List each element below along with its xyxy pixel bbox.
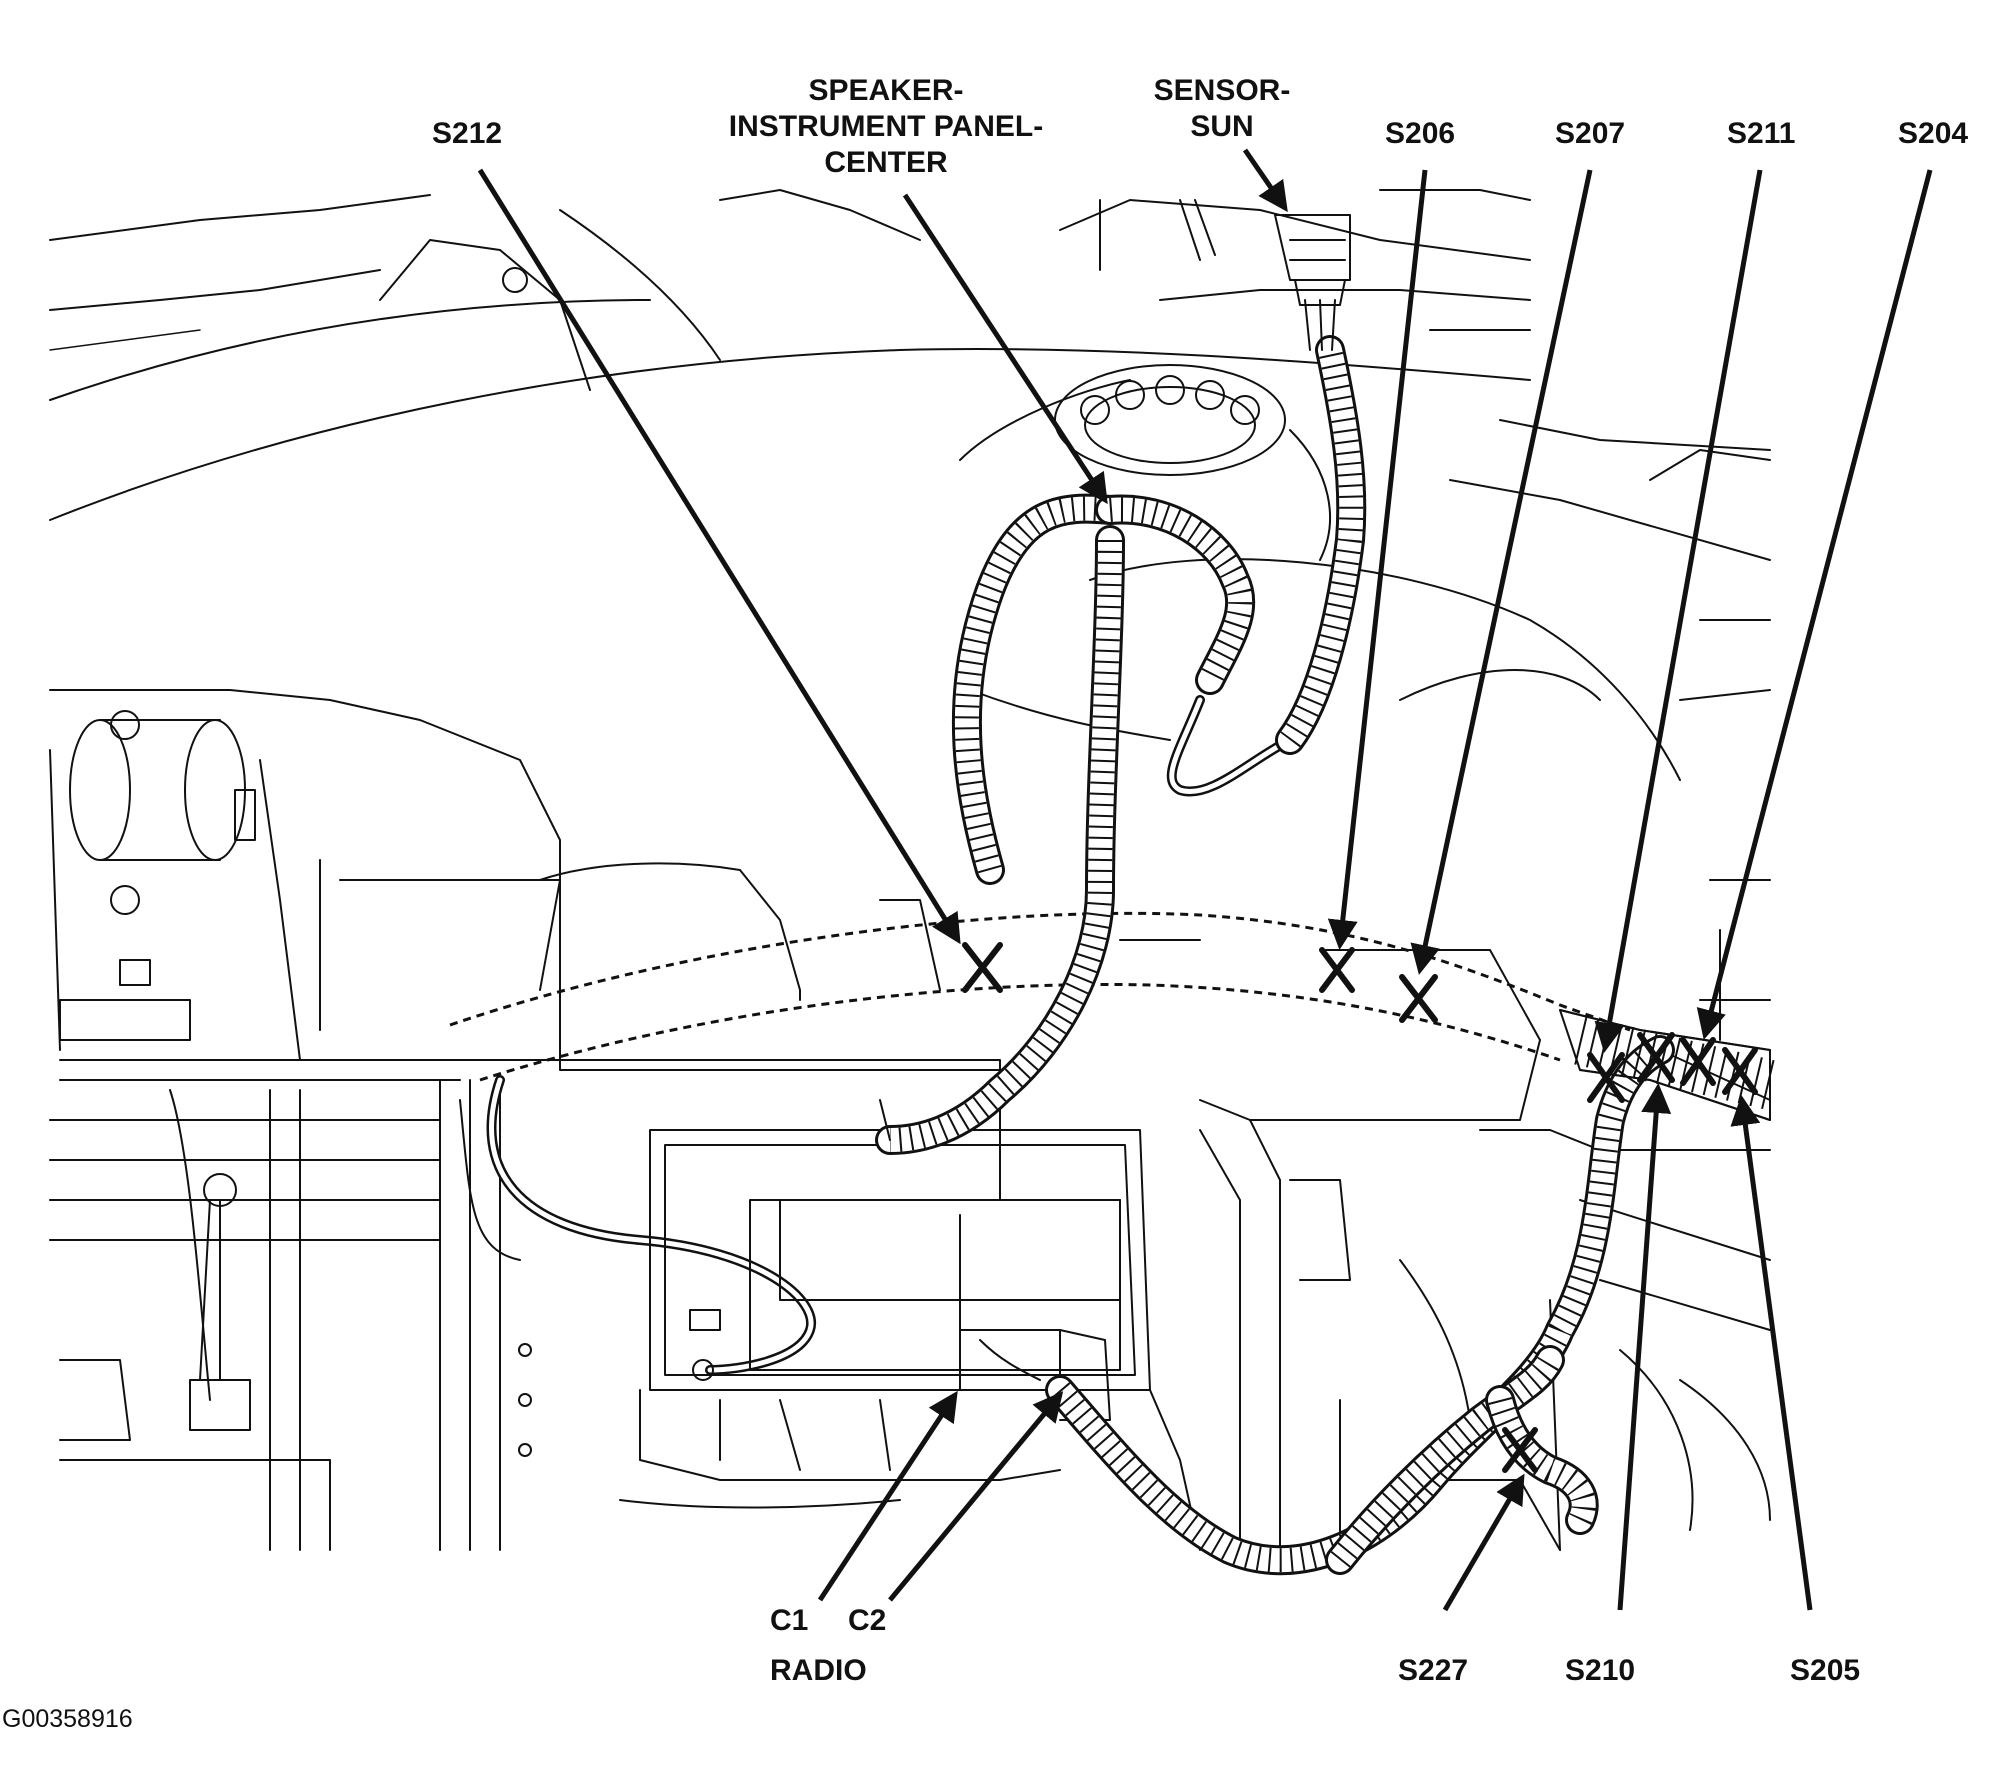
dashboard-line-art [49, 189, 1771, 1551]
leader-s205 [1730, 1095, 1813, 1611]
leader-s207 [1410, 169, 1593, 975]
leader-speaker [902, 193, 1108, 505]
splice-x-s206 [1319, 947, 1355, 993]
callout-labels: S212 SPEAKER- INSTRUMENT PANEL- CENTER S… [2, 74, 1968, 1733]
figure-id: G00358916 [2, 1705, 133, 1733]
leader-s227 [1442, 1473, 1525, 1612]
splice-markers [962, 942, 1758, 1473]
leader-s211 [1594, 169, 1763, 1053]
harness-route [449, 911, 1631, 1082]
label-sensor-line1: SENSOR- [1154, 74, 1291, 107]
splice-x-s207 [1399, 974, 1438, 1023]
label-s204: S204 [1898, 117, 1968, 150]
label-c2: C2 [848, 1604, 886, 1637]
speaker-harness [875, 214, 1367, 1155]
main-harness [1045, 1009, 1776, 1576]
label-speaker-line3: CENTER [824, 146, 948, 179]
label-speaker-line2: INSTRUMENT PANEL- [729, 110, 1043, 143]
label-speaker-line1: SPEAKER- [808, 74, 963, 107]
label-s207: S207 [1555, 117, 1625, 150]
leader-sensor [1242, 148, 1288, 213]
leader-s204 [1696, 169, 1933, 1040]
splice-x-s204 [1680, 1037, 1716, 1086]
label-s206: S206 [1385, 117, 1455, 150]
splice-x-s211 [1587, 1052, 1625, 1103]
label-sensor-line2: SUN [1190, 110, 1253, 143]
label-s211: S211 [1727, 117, 1795, 150]
label-s205: S205 [1790, 1654, 1860, 1687]
leader-s210 [1617, 1083, 1672, 1611]
label-radio: RADIO [770, 1654, 867, 1687]
label-s210: S210 [1565, 1654, 1635, 1687]
splice-x-s212 [962, 942, 1003, 993]
leader-s206 [1327, 169, 1428, 950]
label-s212: S212 [432, 117, 502, 150]
leader-c2 [888, 1391, 1064, 1602]
splice-x-s227 [1502, 1427, 1538, 1473]
splice-x-s205 [1722, 1047, 1758, 1095]
label-c1: C1 [770, 1604, 808, 1637]
splice-x-s210 [1637, 1032, 1675, 1083]
leader-lines [477, 148, 1933, 1612]
leader-c1 [817, 1390, 958, 1602]
leader-s212 [477, 168, 961, 945]
label-s227: S227 [1398, 1654, 1468, 1687]
